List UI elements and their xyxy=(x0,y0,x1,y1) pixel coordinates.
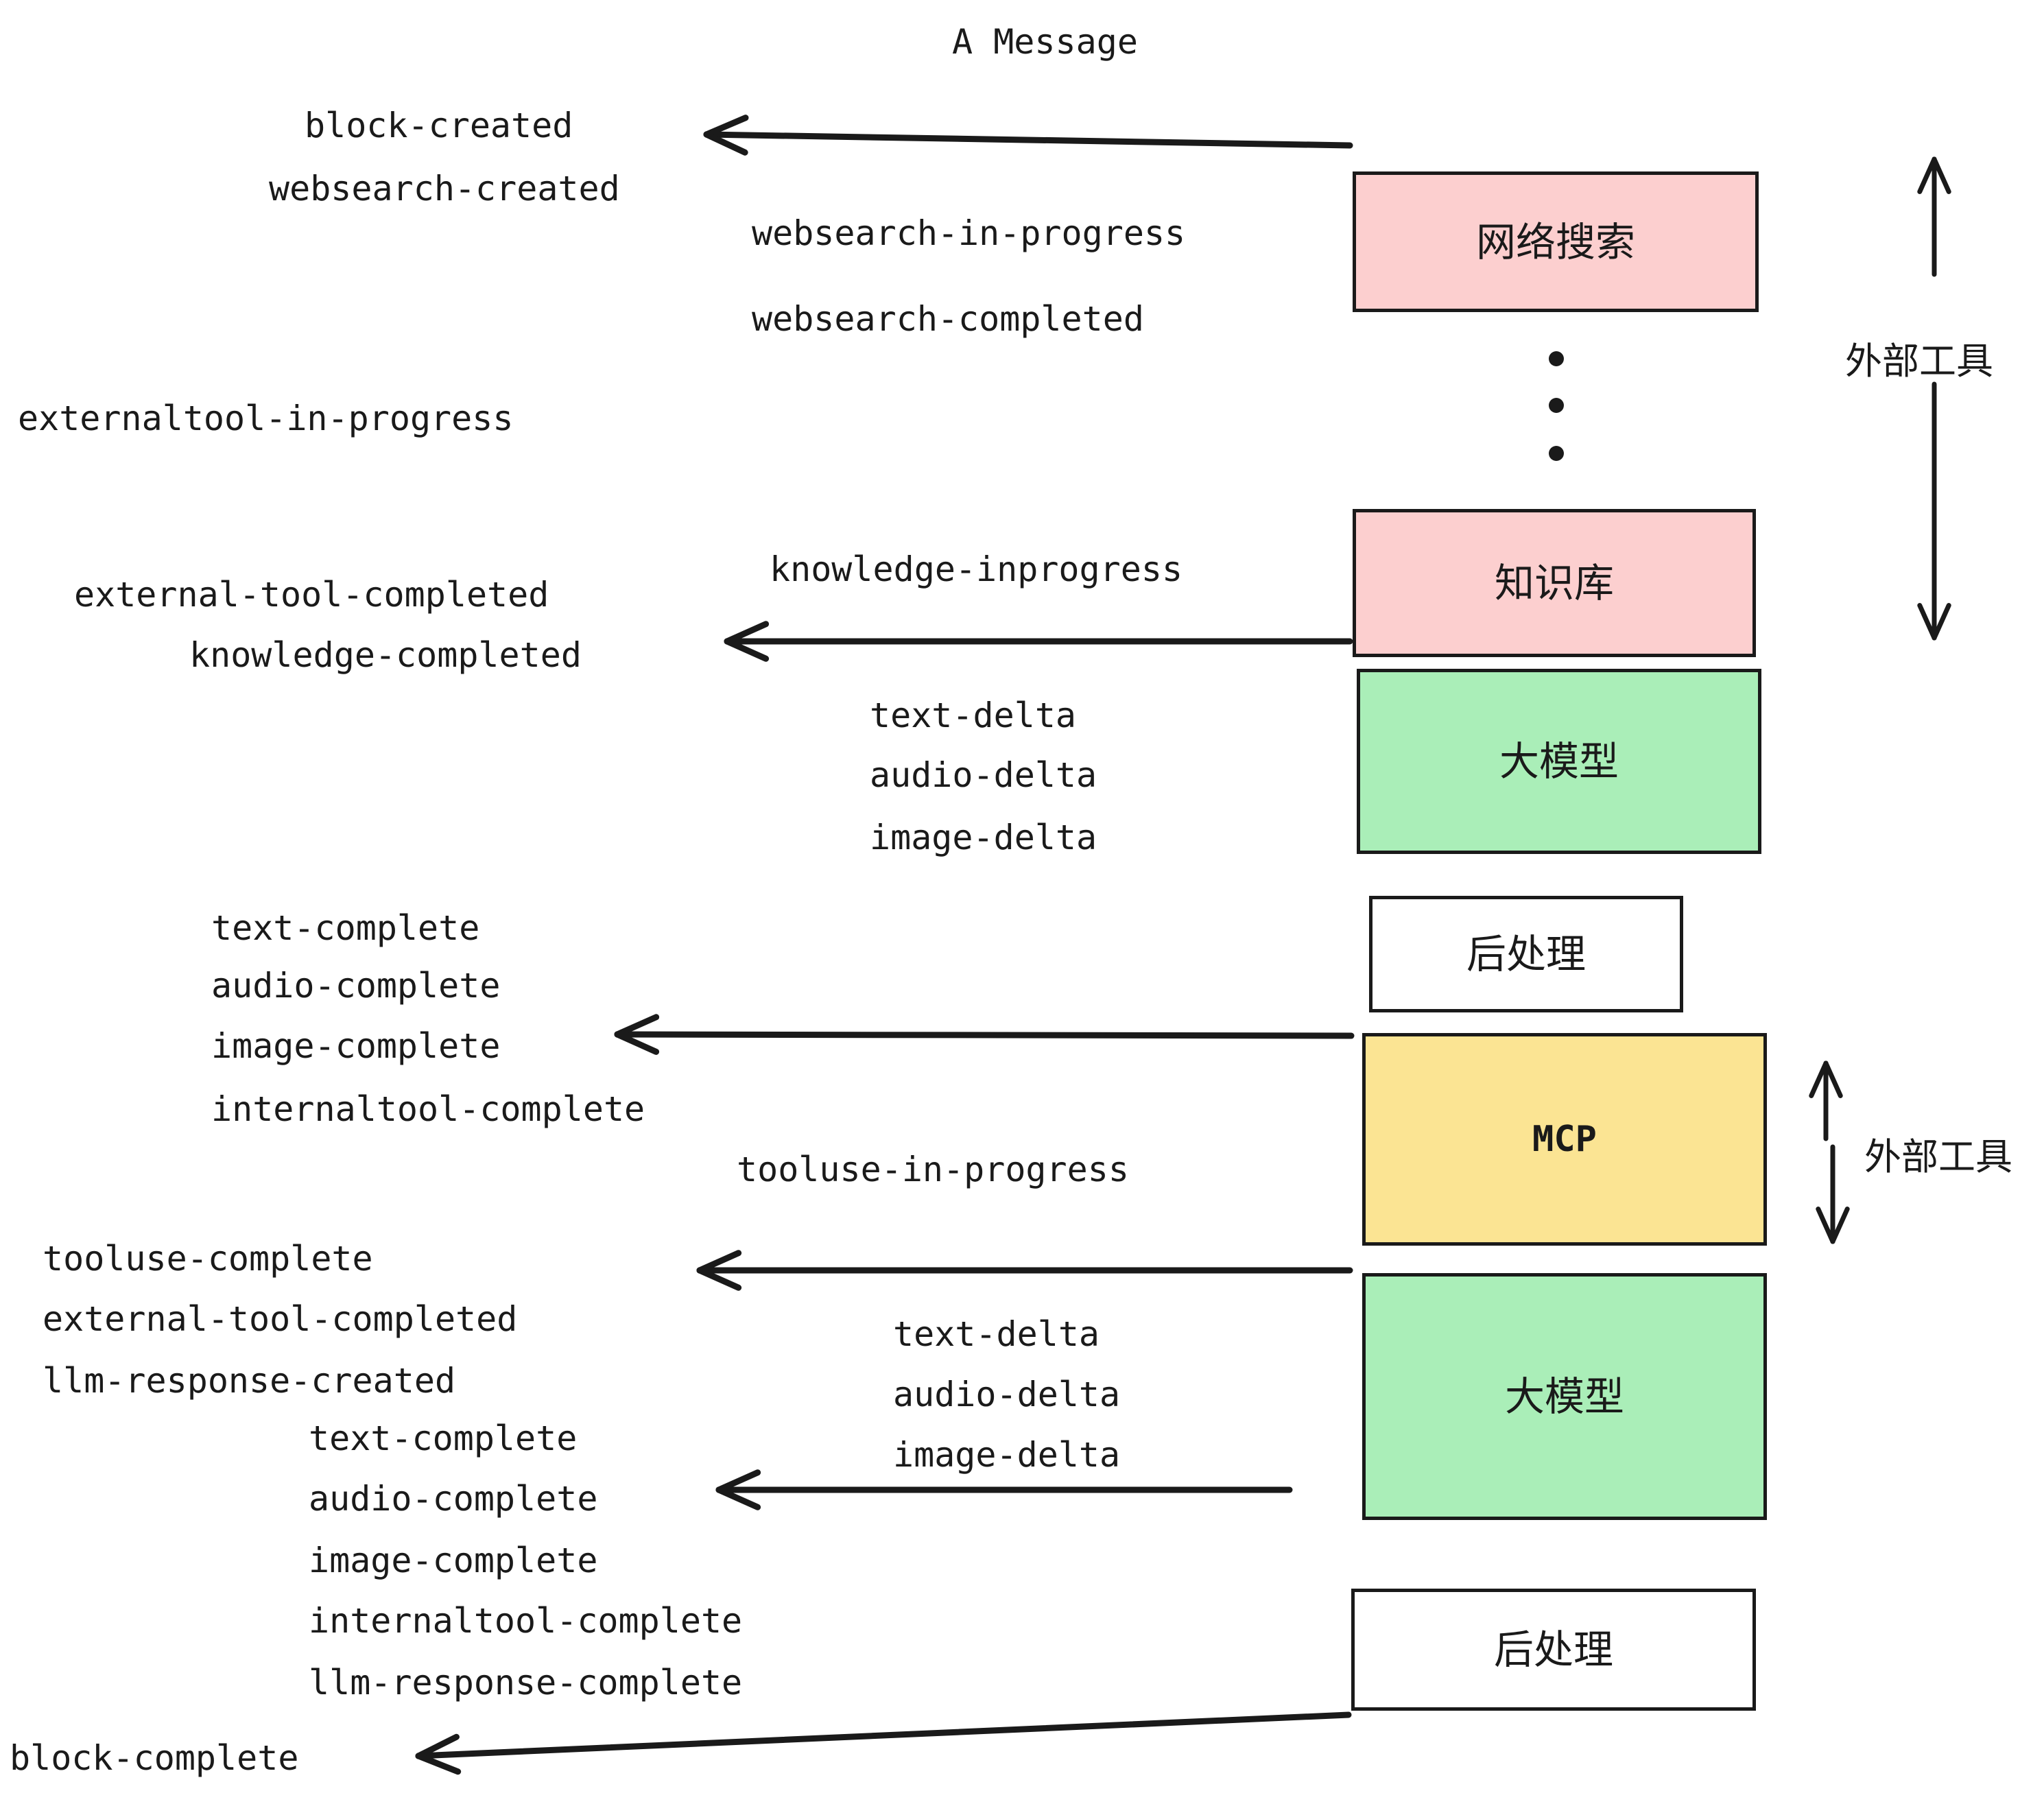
arrow-head xyxy=(1809,1060,1843,1098)
arrow-head xyxy=(1917,156,1951,194)
arrowhead-stroke xyxy=(1809,1060,1829,1098)
event-label-e21: audio-delta xyxy=(893,1375,1121,1414)
event-label-e4: websearch-completed xyxy=(752,299,1144,339)
arrowhead-stroke xyxy=(1932,603,1951,641)
arrow-a1 xyxy=(703,115,1353,156)
arrow-shaft xyxy=(703,131,1353,149)
node-label: 大模型 xyxy=(1499,738,1619,785)
event-label-e10: audio-delta xyxy=(870,755,1097,795)
event-label-e23: text-complete xyxy=(309,1419,578,1458)
node-mcp[interactable]: MCP xyxy=(1362,1033,1767,1246)
node-label: 后处理 xyxy=(1493,1626,1613,1673)
node-label: 后处理 xyxy=(1466,931,1586,977)
arrowhead-stroke xyxy=(1917,603,1937,641)
arrow-head xyxy=(703,115,749,156)
arrow-head xyxy=(1816,1207,1850,1244)
arrowhead-stroke xyxy=(724,638,770,662)
arrowhead-stroke xyxy=(715,1469,761,1493)
arrowhead-stroke xyxy=(703,115,749,138)
event-label-e25: image-complete xyxy=(309,1541,598,1580)
ellipsis-dot-2 xyxy=(1549,398,1564,413)
event-label-e5: externaltool-in-progress xyxy=(18,399,514,438)
event-label-e26: internaltool-complete xyxy=(309,1601,743,1641)
arrow-shaft xyxy=(614,1031,1355,1039)
node-postprocess-2[interactable]: 后处理 xyxy=(1351,1589,1756,1711)
arrowhead-stroke xyxy=(1917,156,1937,194)
event-label-e7: external-tool-completed xyxy=(74,575,549,615)
ellipsis-dot-3 xyxy=(1549,446,1564,461)
event-label-e22: image-delta xyxy=(893,1435,1121,1475)
arrowhead-stroke xyxy=(696,1267,742,1291)
node-llm-2[interactable]: 大模型 xyxy=(1362,1273,1767,1520)
arrow-shaft xyxy=(415,1711,1352,1759)
node-label: 大模型 xyxy=(1504,1373,1624,1420)
arrowhead-stroke xyxy=(715,1486,761,1510)
arrowhead-stroke xyxy=(1830,1207,1850,1244)
node-websearch[interactable]: 网络搜索 xyxy=(1353,171,1759,312)
event-label-e15: internaltool-complete xyxy=(211,1089,645,1129)
arrow-a2 xyxy=(724,621,1353,662)
arrow-head xyxy=(696,1250,742,1291)
side-label-ext-tool-bottom: 外部工具 xyxy=(1864,1135,2012,1178)
event-label-e19: llm-response-created xyxy=(43,1361,456,1401)
arrowhead-stroke xyxy=(696,1250,742,1274)
event-label-e24: audio-complete xyxy=(309,1479,598,1519)
event-label-e28: block-complete xyxy=(10,1738,299,1778)
event-label-e17: tooluse-complete xyxy=(43,1239,373,1279)
event-label-e20: text-delta xyxy=(893,1314,1100,1354)
side-label-ext-tool-top: 外部工具 xyxy=(1845,340,1993,383)
arrowhead-stroke xyxy=(1932,156,1951,194)
page-title: A Message xyxy=(952,22,1138,62)
arrowhead-stroke xyxy=(415,1753,462,1775)
node-label: 网络搜索 xyxy=(1475,218,1635,265)
event-label-e6: knowledge-inprogress xyxy=(770,549,1183,589)
arrowhead-stroke xyxy=(614,1014,660,1038)
node-label: 知识库 xyxy=(1494,560,1614,606)
node-postprocess-1[interactable]: 后处理 xyxy=(1369,896,1683,1012)
event-label-e1: block-created xyxy=(305,106,573,145)
node-knowledge[interactable]: 知识库 xyxy=(1353,509,1756,657)
arrow-head xyxy=(1917,603,1951,641)
side-arrow-sa-top-down xyxy=(1917,381,1951,641)
event-label-e2: websearch-created xyxy=(269,169,620,209)
side-arrow-sa-bot-up xyxy=(1809,1060,1843,1141)
arrow-head xyxy=(724,621,770,662)
event-label-e3: websearch-in-progress xyxy=(752,213,1186,253)
node-llm-1[interactable]: 大模型 xyxy=(1357,669,1761,854)
arrow-a3 xyxy=(614,1014,1355,1055)
side-arrow-sa-top-up xyxy=(1917,156,1951,277)
ellipsis-dot-1 xyxy=(1549,351,1564,366)
arrow-head xyxy=(715,1469,761,1510)
event-label-e11: image-delta xyxy=(870,818,1097,857)
event-label-e14: image-complete xyxy=(211,1026,501,1066)
arrow-a4 xyxy=(696,1250,1353,1291)
arrowhead-stroke xyxy=(703,131,748,156)
arrowhead-stroke xyxy=(1816,1207,1835,1244)
event-label-e13: audio-complete xyxy=(211,966,501,1006)
arrow-a6 xyxy=(415,1711,1352,1775)
event-label-e27: llm-response-complete xyxy=(309,1663,743,1702)
arrowhead-stroke xyxy=(724,621,770,645)
arrow-a5 xyxy=(715,1469,1293,1510)
side-arrow-sa-bot-down xyxy=(1816,1144,1850,1244)
arrowhead-stroke xyxy=(614,1031,660,1055)
event-label-e9: text-delta xyxy=(870,696,1077,735)
event-label-e8: knowledge-completed xyxy=(189,635,582,675)
arrow-head xyxy=(415,1733,462,1775)
event-label-e12: text-complete xyxy=(211,908,480,948)
event-label-e18: external-tool-completed xyxy=(43,1299,518,1339)
arrow-head xyxy=(614,1014,660,1055)
arrowhead-stroke xyxy=(1823,1060,1843,1098)
event-label-e16: tooluse-in-progress xyxy=(737,1150,1129,1189)
node-label: MCP xyxy=(1532,1119,1597,1160)
arrowhead-stroke xyxy=(415,1733,460,1759)
